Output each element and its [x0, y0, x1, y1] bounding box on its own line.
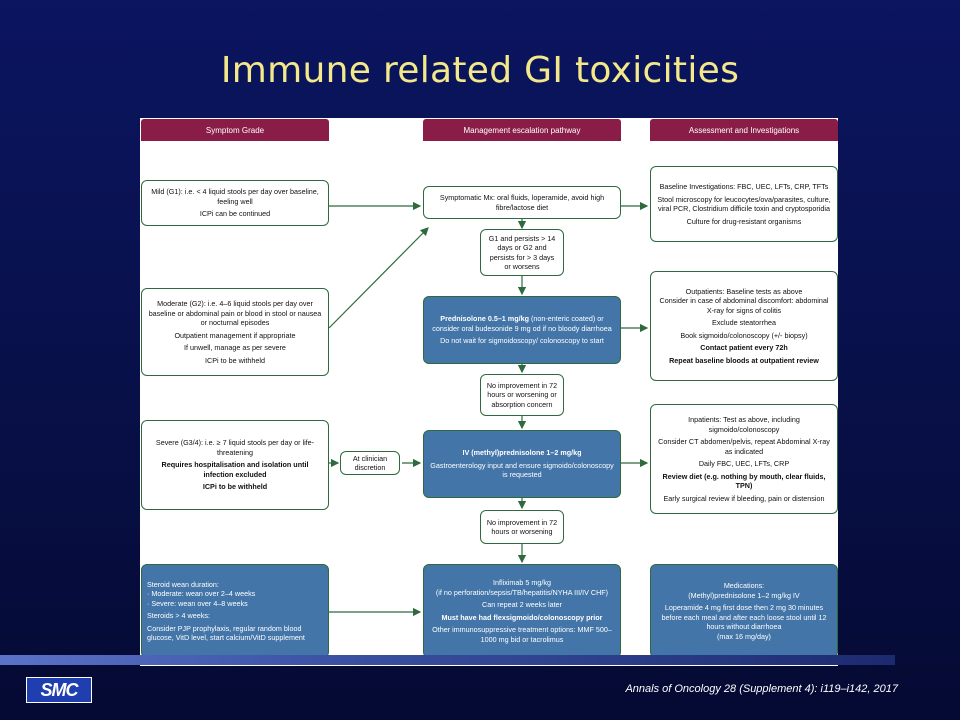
severe-grade-desc: Severe (G3/4): i.e. ≥ 7 liquid stools pe…: [155, 438, 315, 457]
prednisolone-nowait: Do not wait for sigmoidoscopy/ colonosco…: [440, 336, 604, 346]
g1-persists-text: G1 and persists > 14 days or G2 and pers…: [488, 233, 556, 272]
header-assessment: Assessment and Investigations: [650, 119, 838, 141]
medications-box: Medications: (Methyl)prednisolone 1–2 mg…: [650, 564, 838, 658]
no-improvement-2-box: No improvement in 72 hours or worsening: [480, 510, 564, 544]
mild-grade-box: Mild (G1): i.e. < 4 liquid stools per da…: [141, 180, 329, 226]
no-improvement-2-text: No improvement in 72 hours or worsening: [486, 517, 558, 537]
clinician-discretion-text: At clinician discretion: [352, 453, 388, 473]
moderate-grade-icpi: ICPi to be withheld: [205, 355, 265, 365]
symptomatic-mx-box: Symptomatic Mx: oral fluids, loperamide,…: [423, 186, 621, 219]
clinician-discretion-box: At clinician discretion: [340, 451, 400, 475]
baseline-investigations-box: Baseline Investigations: FBC, UEC, LFTs,…: [650, 166, 838, 242]
outpatients-steatorrhea: Exclude steatorrhea: [712, 318, 776, 328]
no-improvement-1-text: No improvement in 72 hours or worsening …: [486, 380, 558, 409]
baseline-stool: Stool microscopy for leucocytes/ova/para…: [657, 194, 831, 214]
infliximab-dose: Infliximab 5 mg/kg: [493, 578, 551, 587]
medications-loperamide: Loperamide 4 mg first dose then 2 mg 30 …: [661, 603, 827, 631]
outpatients-box: Outpatients: Baseline tests as above Con…: [650, 271, 838, 381]
steroid-wean-moderate: · Moderate: wean over 2–4 weeks: [147, 589, 256, 598]
iv-methylprednisolone-gastro: Gastroenterology input and ensure sigmoi…: [430, 460, 614, 480]
flow-arrows: [328, 201, 649, 617]
outpatients-contact: Contact patient every 72h: [700, 343, 788, 353]
steroid-wean-severe: · Severe: wean over 4–8 weeks: [147, 598, 248, 608]
severe-grade-icpi: ICPi to be withheld: [202, 482, 268, 492]
medications-max: (max 16 mg/day): [717, 631, 771, 641]
prednisolone-alt: (non-enteric coated) or consider oral bu…: [432, 314, 612, 333]
infliximab-box: Infliximab 5 mg/kg (if no perforation/se…: [423, 564, 621, 658]
footer-bar: [0, 655, 895, 665]
severe-grade-hospitalisation: Requires hospitalisation and isolation u…: [161, 460, 309, 479]
inpatients-surgical: Early surgical review if bleeding, pain …: [663, 493, 825, 503]
infliximab-prior: Must have had flexsigmoido/colonoscopy p…: [441, 612, 603, 622]
baseline-investigations-title: Baseline Investigations: FBC, UEC, LFTs,…: [659, 182, 829, 191]
inpatients-daily: Daily FBC, UEC, LFTs, CRP: [698, 459, 790, 468]
steroid-wean-title: Steroid wean duration:: [147, 579, 219, 589]
mild-grade-desc: Mild (G1): i.e. < 4 liquid stools per da…: [151, 187, 319, 206]
inpatients-ct: Consider CT abdomen/pelvis, repeat Abdom…: [658, 437, 830, 456]
inpatients-diet: Review diet (e.g. nothing by mouth, clea…: [662, 471, 826, 491]
outpatients-repeat: Repeat baseline bloods at outpatient rev…: [669, 355, 819, 365]
smc-logo: SMC: [26, 677, 92, 703]
inpatients-box: Inpatients: Test as above, including sig…: [650, 404, 838, 514]
infliximab-contra: (if no perforation/sepsis/TB/hepatitis/N…: [435, 587, 609, 597]
infliximab-repeat: Can repeat 2 weeks later: [482, 600, 562, 609]
symptomatic-mx-text: Symptomatic Mx: oral fluids, loperamide,…: [439, 193, 605, 212]
moderate-grade-outpatient: Outpatient management if appropriate: [174, 330, 296, 340]
citation: Annals of Oncology 28 (Supplement 4): i1…: [625, 683, 898, 695]
mild-grade-icpi: ICPi can be continued: [199, 209, 271, 219]
moderate-grade-box: Moderate (G2): i.e. 4–6 liquid stools pe…: [141, 288, 329, 376]
slide-title: Immune related GI toxicities: [220, 50, 740, 91]
steroid-wean-box: Steroid wean duration: · Moderate: wean …: [141, 564, 329, 658]
steroid-long-title: Steroids > 4 weeks:: [147, 611, 210, 620]
infliximab-other: Other immunosuppressive treatment option…: [432, 625, 612, 644]
g1-persists-box: G1 and persists > 14 days or G2 and pers…: [480, 229, 564, 276]
header-management: Management escalation pathway: [423, 119, 621, 141]
iv-methylprednisolone-dose: IV (methyl)prednisolone 1–2 mg/kg: [462, 448, 582, 458]
header-symptom-grade: Symptom Grade: [141, 119, 329, 141]
inpatients-title: Inpatients: Test as above, including sig…: [688, 415, 800, 434]
prednisolone-dose: Prednisolone 0.5–1 mg/kg: [440, 314, 529, 324]
arrow-moderate-to-symptomatic: [328, 227, 429, 329]
severe-grade-box: Severe (G3/4): i.e. ≥ 7 liquid stools pe…: [141, 420, 329, 510]
iv-methylprednisolone-box: IV (methyl)prednisolone 1–2 mg/kg Gastro…: [423, 430, 621, 498]
moderate-grade-desc: Moderate (G2): i.e. 4–6 liquid stools pe…: [148, 299, 322, 327]
outpatients-title: Outpatients: Baseline tests as above: [685, 286, 803, 296]
steroid-long-advice: Consider PJP prophylaxis, regular random…: [147, 623, 305, 643]
no-improvement-1-box: No improvement in 72 hours or worsening …: [480, 374, 564, 416]
outpatients-discomfort: Consider in case of abdominal discomfort…: [659, 296, 829, 315]
baseline-culture: Culture for drug-resistant organisms: [686, 216, 802, 226]
prednisolone-box: Prednisolone 0.5–1 mg/kg (non-enteric co…: [423, 296, 621, 364]
flowchart-panel: Symptom Grade Management escalation path…: [140, 118, 838, 666]
moderate-grade-unwell: If unwell, manage as per severe: [184, 343, 286, 352]
outpatients-colonoscopy: Book sigmoido/colonoscopy (+/- biopsy): [680, 330, 808, 340]
medications-title: Medications:: [723, 581, 765, 590]
medications-methylpred: (Methyl)prednisolone 1–2 mg/kg IV: [688, 590, 800, 600]
